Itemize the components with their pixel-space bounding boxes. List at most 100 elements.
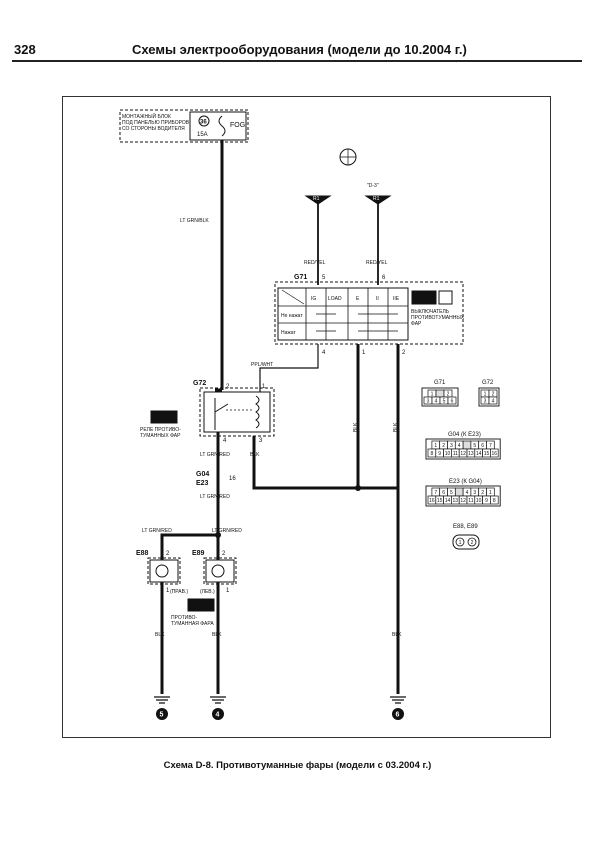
ground-number-4: 4 — [216, 712, 220, 719]
connector-housing — [425, 438, 501, 460]
connector-e88-pin-label: 2 — [471, 540, 474, 546]
switch-table — [277, 287, 409, 341]
joint-pin: 16 — [229, 476, 236, 482]
page-title: Схемы электрооборудования (модели до 10.… — [132, 42, 467, 57]
connector-e23-title: E23 (К G04) — [449, 479, 482, 485]
lamp-left-side: (ПРАВ.) — [170, 589, 188, 595]
switch-name-3: ФАР — [411, 321, 422, 327]
lamp-e88-bulb — [155, 564, 169, 578]
connector-pin-label: 1 — [434, 443, 437, 449]
connector-pin-cell — [462, 440, 472, 450]
connector-pin-label: 12 — [460, 498, 466, 504]
wire-label-blk-sw2: BLK — [393, 422, 399, 432]
feed-arrow-1 — [304, 195, 332, 205]
connector-pin-label: 8 — [431, 451, 434, 457]
connector-pin-cell — [490, 448, 499, 458]
connector-e88-title: E88, E89 — [453, 524, 478, 530]
junction-dot-1 — [355, 485, 361, 491]
relay-pin-1: 1 — [262, 384, 266, 390]
switch-name-1: ВЫКЛЮЧАТЕЛЬ — [411, 309, 450, 315]
connector-pin-label: 13 — [453, 498, 459, 504]
connector-pin-cell — [454, 487, 464, 497]
switch-col-e: E — [356, 296, 360, 302]
connector-pin-label: 2 — [442, 443, 445, 449]
connector-pin-label: 2 — [492, 392, 495, 398]
connector-e88-pin-label: 1 — [459, 540, 462, 546]
fuse-rating: 15A — [197, 132, 208, 138]
connector-pin-label: 5 — [473, 443, 476, 449]
relay-pin-3: 3 — [259, 438, 263, 444]
ground-badge-4 — [212, 708, 224, 720]
connector-g04-title: G04 (К E23) — [448, 432, 481, 438]
relay-contact-arm — [214, 403, 229, 413]
relay-coil — [255, 395, 260, 429]
connector-pin-label: 1 — [431, 392, 434, 398]
relay-name-2: ТУМАННЫХ ФАР — [140, 433, 181, 439]
connector-pin-label: 8 — [493, 498, 496, 504]
switch-corner-diag — [281, 289, 305, 305]
connector-pin-label: 13 — [468, 451, 474, 457]
lamp-e89-bulb — [211, 564, 225, 578]
switch-name-2: ПРОТИВОТУМАННЫХ — [411, 315, 465, 321]
connector-pin-label: 14 — [476, 451, 482, 457]
junction-dot-2 — [215, 532, 221, 538]
switch-row-pressed: Нажат — [281, 330, 296, 336]
switch-col-ii: II — [376, 296, 379, 302]
connector-pin-label: 12 — [460, 451, 466, 457]
connector-pin-label: 7 — [434, 490, 437, 496]
relay-coil-wire — [259, 356, 319, 392]
switch-id: G71 — [294, 274, 307, 281]
connector-pin-label: 3 — [450, 443, 453, 449]
ground-symbol-6 — [390, 696, 406, 704]
wire-label-blk-relay: BLK — [250, 452, 260, 458]
connector-pin-label: 6 — [451, 399, 454, 405]
lamp-e88-body — [149, 559, 179, 583]
switch-col-load: LOAD — [328, 296, 342, 302]
relay-pin-4: 4 — [223, 438, 227, 444]
diagram-frame — [62, 96, 551, 738]
joint-id-g04: G04 — [196, 471, 209, 478]
connector-housing — [478, 387, 500, 407]
ground-badge-6 — [392, 708, 404, 720]
connector-pin-cell — [488, 396, 498, 405]
lamp-left-pin-bottom: 1 — [166, 588, 170, 594]
connector-pin-label: 15 — [484, 451, 490, 457]
connector-pin-label: 16 — [429, 498, 435, 504]
connector-pin-label: 10 — [445, 451, 451, 457]
lamp-right-pin-top: 2 — [222, 551, 226, 557]
joint-id-e23: E23 — [196, 480, 209, 487]
switch-pin-bottom-4: 4 — [322, 350, 326, 356]
fuse-box-label-2: ПОД ПАНЕЛЬЮ ПРИБОРОВ — [122, 120, 190, 126]
lamp-name-2: ТУМАННАЯ ФАРА — [171, 621, 214, 627]
connector-pin-label: 9 — [485, 498, 488, 504]
connector-pin-label: 4 — [466, 490, 469, 496]
wire-label-lamp-right: LT GRN/RED — [212, 528, 242, 534]
connector-pin-label: 6 — [481, 443, 484, 449]
connector-pin-label: 11 — [453, 451, 458, 457]
connector-pin-label: 9 — [438, 451, 441, 457]
ignition-position-label: "D-3" — [367, 183, 379, 189]
fuse-box-label-3: СО СТОРОНЫ ВОДИТЕЛЯ — [122, 126, 185, 132]
wire-label-main-feed: LT GRN/BLK — [180, 218, 209, 224]
lamp-right-pin-bottom: 1 — [226, 588, 230, 594]
connector-pin-label: 10 — [476, 498, 482, 504]
lamp-left-pin-top: 2 — [166, 551, 170, 557]
connector-pin-label: 11 — [468, 498, 473, 504]
connector-pin-label: 2 — [447, 392, 450, 398]
lamp-left-id: E88 — [136, 550, 149, 557]
wire-label-lamp-left: LT GRN/RED — [142, 528, 172, 534]
switch-col-ig: IG — [311, 296, 316, 302]
ground-symbol-5 — [154, 696, 170, 704]
relay-fog-icon — [150, 410, 178, 424]
connector-pin-label: 3 — [473, 490, 476, 496]
connector-g72-title: G72 — [482, 380, 494, 386]
wire-label-relay-out: LT GRN/RED — [200, 452, 230, 458]
wire-label-switch-in-1: RED/YEL — [304, 260, 326, 266]
relay-id: G72 — [193, 380, 206, 387]
wire-label-blk-ground6: BLK — [392, 632, 402, 638]
connector-pin-label: 14 — [445, 498, 451, 504]
